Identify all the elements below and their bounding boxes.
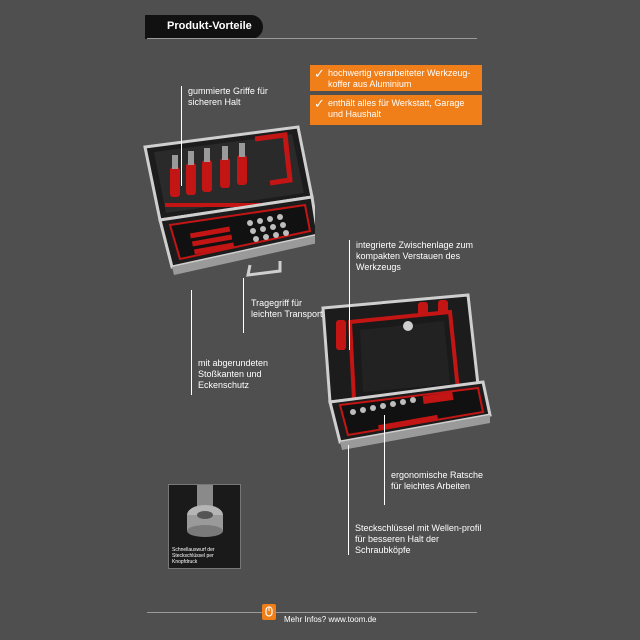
benefit-box-2: ✓ enthält alles für Werkstatt, Garage un… <box>310 95 482 125</box>
callout-handle: Tragegriff für leichten Transport <box>251 298 323 319</box>
callout-insert-line <box>349 240 350 350</box>
info-icon <box>262 604 276 620</box>
footer-divider <box>147 612 477 613</box>
socket-closeup-image <box>169 485 240 540</box>
benefit-text-2: enthält alles für Werkstatt, Garage und … <box>328 98 465 119</box>
header-divider <box>147 38 477 39</box>
callout-ratchet-line <box>384 415 385 505</box>
footer-link-text[interactable]: Mehr Infos? www.toom.de <box>284 615 377 624</box>
benefit-box-1: ✓ hochwertig verarbeiteter Werkzeug-koff… <box>310 65 482 91</box>
callout-edges: mit abgerundeten Stoßkanten und Eckensch… <box>198 358 269 390</box>
tool-case-image-insert <box>321 293 492 450</box>
tool-case-image-open <box>143 125 315 277</box>
callout-insert: integrierte Zwischenlage zum kompakten V… <box>356 240 474 272</box>
benefit-text-1: hochwertig verarbeiteter Werkzeug-koffer… <box>328 68 471 89</box>
callout-edges-line <box>191 290 192 395</box>
callout-sockets: Steckschlüssel mit Wellen-profil für bes… <box>355 523 482 555</box>
callout-handle-line <box>243 278 244 333</box>
callout-grips: gummierte Griffe für sicheren Halt <box>188 86 268 107</box>
callout-ratchet: ergonomische Ratsche für leichtes Arbeit… <box>391 470 484 491</box>
header-tab: Produkt-Vorteile <box>145 15 263 39</box>
callout-sockets-line <box>348 445 349 555</box>
checkmark-icon: ✓ <box>314 66 325 81</box>
header-title: Produkt-Vorteile <box>167 20 252 32</box>
thumbnail-caption: Schnellauswurf der Steckschlüssel per Kn… <box>172 547 215 565</box>
callout-grips-line <box>181 86 182 186</box>
socket-release-thumbnail: Schnellauswurf der Steckschlüssel per Kn… <box>168 484 241 569</box>
checkmark-icon: ✓ <box>314 96 325 111</box>
